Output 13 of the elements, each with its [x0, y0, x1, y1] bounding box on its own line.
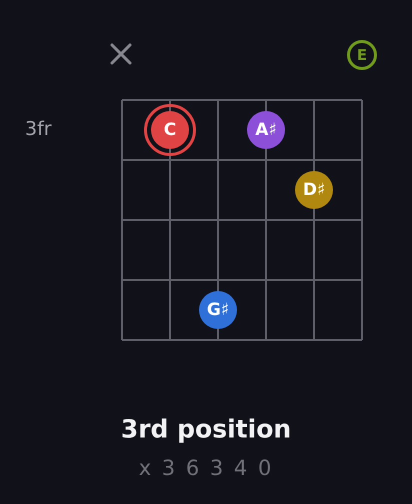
finger-dot: [199, 291, 237, 329]
note-name: E: [356, 48, 368, 62]
note-name: A♯: [255, 122, 277, 138]
root-note-dot: [144, 104, 196, 156]
note-name: C: [164, 122, 176, 138]
finger-dot: [295, 171, 333, 209]
note-name: G♯: [206, 302, 230, 318]
fret-number: 3fr: [25, 119, 52, 141]
chord-title: 3rd position: [120, 416, 292, 444]
finger-dot: [247, 111, 285, 149]
open-string-ring: [347, 40, 377, 70]
fingering-code: x 3 6 3 4 0: [138, 456, 274, 480]
note-name: D♯: [302, 182, 326, 198]
